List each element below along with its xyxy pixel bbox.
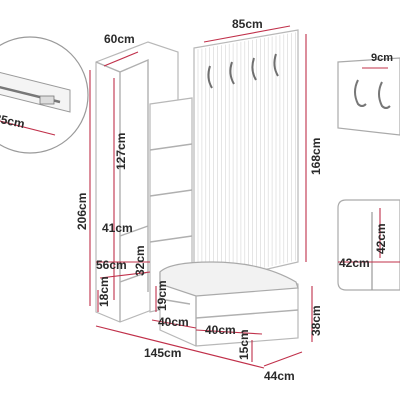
label-bench-right: 40cm xyxy=(205,323,236,337)
label-detail-height: 42cm xyxy=(374,223,388,254)
label-bench-foot: 15cm xyxy=(237,329,251,360)
label-shelf-width: 41cm xyxy=(102,221,133,235)
label-bench-height: 38cm xyxy=(309,305,323,336)
label-wardrobe-height: 206cm xyxy=(75,193,89,230)
label-detail-width: 42cm xyxy=(339,256,370,270)
hook-detail-panel xyxy=(337,57,400,136)
label-wardrobe-inner: 127cm xyxy=(114,133,128,170)
label-rail-depth: 35cm xyxy=(0,111,26,131)
label-drawer-width: 56cm xyxy=(96,258,127,272)
label-panel-width: 85cm xyxy=(232,17,263,31)
dimension-labels: 60cm 85cm 9cm 35cm 206cm 127cm 168cm 41c… xyxy=(0,17,393,383)
label-panel-height: 168cm xyxy=(309,138,323,175)
bench-detail-box xyxy=(337,199,400,291)
label-bench-drawer: 19cm xyxy=(155,280,169,311)
dimension-lines xyxy=(95,261,313,369)
label-drawer-height: 32cm xyxy=(133,245,147,276)
slatted-coat-panel xyxy=(193,25,307,287)
label-total-width: 145cm xyxy=(144,346,181,360)
label-depth: 44cm xyxy=(264,369,295,383)
label-hook-detail: 9cm xyxy=(371,52,393,64)
label-bench-left: 40cm xyxy=(158,315,189,329)
label-wardrobe-width: 60cm xyxy=(104,32,135,46)
rail-detail-circle xyxy=(0,36,89,154)
label-plinth-height: 18cm xyxy=(97,276,111,307)
